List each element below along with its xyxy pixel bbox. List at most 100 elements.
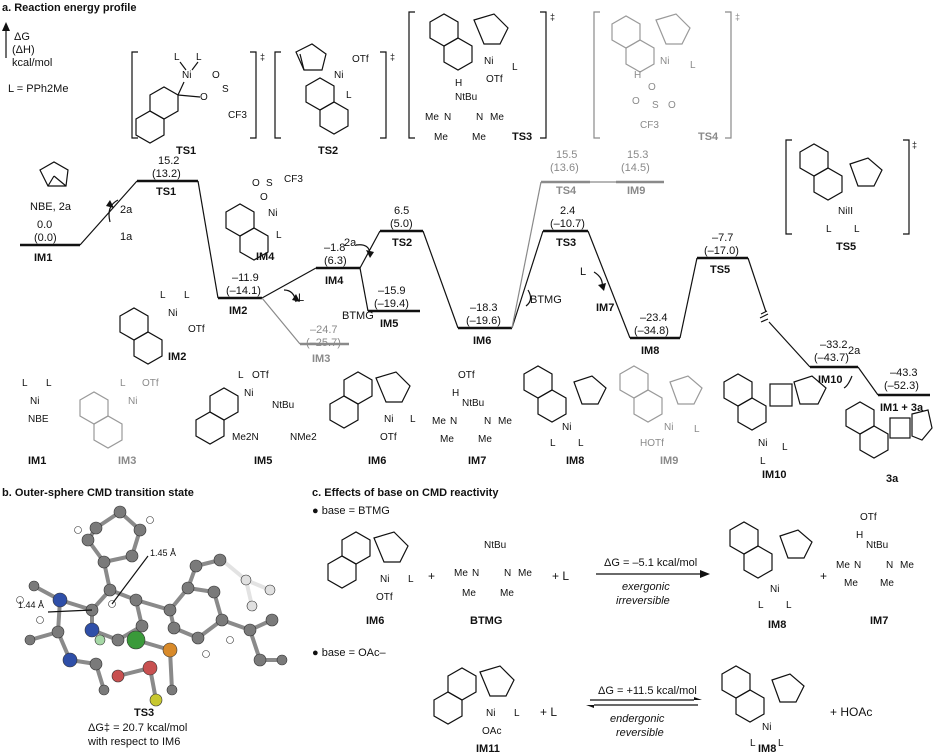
- level-labels: IM1 0.0 (0.0) TS1 15.2 (13.2) IM2 –11.9 …: [34, 149, 924, 414]
- r1-cond1: exergonic: [622, 581, 670, 593]
- svg-text:HOTf: HOTf: [640, 438, 664, 449]
- svg-text:NtBu: NtBu: [866, 540, 888, 551]
- svg-text:L: L: [514, 708, 520, 719]
- g-im8: –23.4: [640, 312, 668, 324]
- svg-text:N: N: [484, 416, 491, 427]
- svg-text:Me2N: Me2N: [232, 432, 259, 443]
- h-im10: (–43.7): [814, 352, 849, 364]
- svg-text:Ni: Ni: [244, 388, 253, 399]
- base-oac-bullet: ● base = OAc–: [312, 647, 386, 659]
- reagent-2a: 2a: [120, 204, 133, 216]
- r1-dg: ΔG = –5.1 kcal/mol: [604, 557, 697, 569]
- panel-a-title: a. Reaction energy profile: [2, 2, 136, 14]
- structure-3a: 3a: [845, 401, 933, 485]
- svg-text:O: O: [200, 92, 208, 103]
- svg-text:Me: Me: [500, 588, 514, 599]
- svg-text:NiII: NiII: [838, 206, 853, 217]
- svg-text:Me: Me: [472, 132, 486, 143]
- svg-text:Ni: Ni: [660, 56, 669, 67]
- r1-plus-L: + L: [552, 569, 569, 583]
- svg-text:N: N: [886, 560, 893, 571]
- im5-struct-label: IM5: [254, 455, 272, 467]
- svg-text:O: O: [632, 96, 640, 107]
- svg-text:L: L: [160, 290, 166, 301]
- svg-text:NtBu: NtBu: [484, 540, 506, 551]
- svg-text:Me: Me: [498, 416, 512, 427]
- r2-hoac: + HOAc: [830, 705, 872, 719]
- g-ts2: 6.5: [394, 205, 409, 217]
- ts2-label: TS2: [318, 145, 338, 157]
- svg-text:H: H: [455, 78, 462, 89]
- svg-text:Ni: Ni: [334, 70, 343, 81]
- svg-text:OTf: OTf: [860, 512, 877, 523]
- label-im6: IM6: [473, 335, 491, 347]
- reagent-1a: 1a: [120, 231, 133, 243]
- ts3-barrier: ΔG‡ = 20.7 kcal/mol: [88, 722, 187, 734]
- base-btmg-bullet: ● base = BTMG: [312, 505, 390, 517]
- r1-cond2: irreversible: [616, 595, 670, 607]
- svg-text:Ni: Ni: [484, 56, 493, 67]
- svg-text:NBE: NBE: [28, 414, 49, 425]
- svg-text:Ni: Ni: [380, 574, 389, 585]
- label-im2: IM2: [229, 305, 247, 317]
- axis-dg: ΔG: [14, 31, 30, 43]
- svg-text:L: L: [196, 52, 202, 63]
- structure-im9: Ni L HOTf IM9: [619, 365, 703, 467]
- svg-text:Ni: Ni: [664, 422, 673, 433]
- svg-text:L: L: [238, 370, 244, 381]
- ligand-definition: L = PPh2Me: [8, 83, 68, 95]
- svg-text:L: L: [782, 442, 788, 453]
- structure-ts3: ‡ Ni L OTf H NtBu Me N N Me Me Me TS3: [408, 11, 555, 143]
- svg-text:L: L: [786, 600, 792, 611]
- im8-struct-label: IM8: [566, 455, 584, 467]
- ts1-label: TS1: [176, 145, 196, 157]
- svg-text:CF3: CF3: [228, 110, 247, 121]
- label-im3: IM3: [312, 353, 330, 365]
- ts4-label: TS4: [698, 131, 719, 143]
- ligand-L-ts3: L: [580, 266, 586, 278]
- svg-text:N: N: [854, 560, 861, 571]
- p3a-struct-label: 3a: [886, 473, 899, 485]
- h-end: (–52.3): [884, 380, 919, 392]
- reaction-btmg: Ni L OTf IM6 + NtBu Me N N Me Me Me BTMG…: [327, 512, 914, 631]
- svg-text:S: S: [652, 100, 659, 111]
- ts3-barrier-ref: with respect to IM6: [87, 736, 180, 748]
- distance-1: 1.45 Å: [150, 548, 176, 558]
- structure-im10: Ni L L IM10: [723, 373, 827, 481]
- svg-text:N: N: [472, 568, 479, 579]
- svg-text:L: L: [184, 290, 190, 301]
- g-im3: –24.7: [310, 324, 338, 336]
- g-ts5: –7.7: [712, 232, 733, 244]
- im6-struct-label: IM6: [368, 455, 386, 467]
- svg-text:OTf: OTf: [252, 370, 269, 381]
- structure-im7: OTf H NtBu Me N N Me Me Me IM7: [432, 370, 512, 467]
- h-im4: (6.3): [324, 255, 347, 267]
- svg-text:Me: Me: [454, 568, 468, 579]
- svg-text:Ni: Ni: [486, 708, 495, 719]
- svg-text:NMe2: NMe2: [290, 432, 317, 443]
- svg-text:S: S: [222, 84, 229, 95]
- svg-text:L: L: [750, 738, 756, 749]
- structure-im1: L L Ni NBE IM1: [22, 378, 52, 467]
- r1-plus2: +: [820, 569, 827, 583]
- svg-text:L: L: [410, 414, 416, 425]
- r1-im6: IM6: [366, 615, 384, 627]
- reagent-nbe: NBE, 2a: [30, 201, 72, 213]
- im3-struct-label: IM3: [118, 455, 136, 467]
- im1-struct-label: IM1: [28, 455, 46, 467]
- g-ts4: 15.5: [556, 149, 577, 161]
- panel-c-title: c. Effects of base on CMD reactivity: [312, 487, 499, 499]
- h-im2: (–14.1): [226, 285, 261, 297]
- label-im1: IM1: [34, 252, 52, 264]
- svg-text:L: L: [550, 438, 556, 449]
- svg-text:Ni: Ni: [30, 396, 39, 407]
- ts3-label: TS3: [512, 131, 532, 143]
- h-im9: (14.5): [621, 162, 650, 174]
- h-im8: (–34.8): [634, 325, 669, 337]
- svg-text:Ni: Ni: [758, 438, 767, 449]
- r2-dg: ΔG = +11.5 kcal/mol: [598, 685, 697, 697]
- svg-text:O: O: [668, 100, 676, 111]
- panel-b-title: b. Outer-sphere CMD transition state: [2, 487, 194, 499]
- svg-text:N: N: [504, 568, 511, 579]
